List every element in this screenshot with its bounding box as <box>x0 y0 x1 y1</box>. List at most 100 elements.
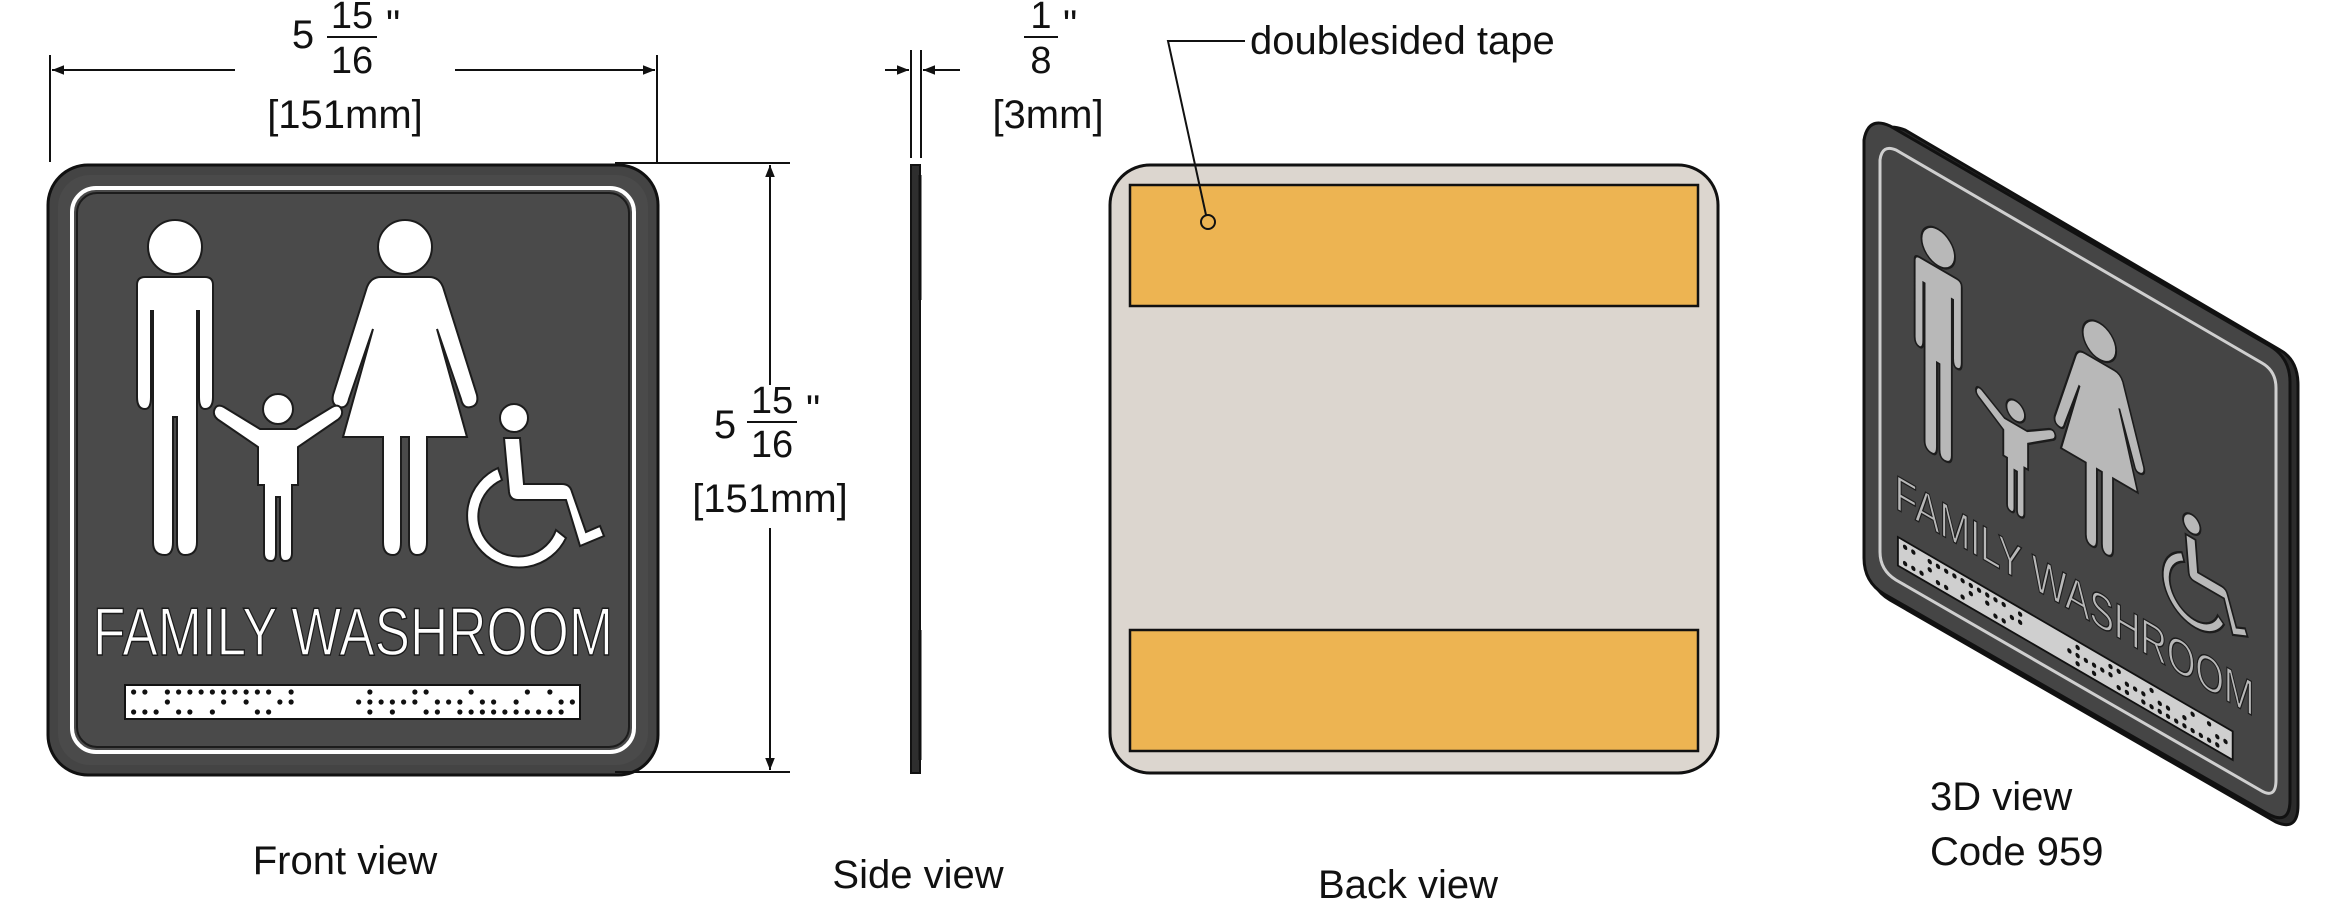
braille-dot <box>1952 573 1957 579</box>
braille-dot <box>1902 560 1908 567</box>
braille-dot <box>468 689 474 695</box>
braille-dot <box>198 689 204 695</box>
front-view-caption: Front view <box>253 839 438 883</box>
braille-dot <box>1960 594 1965 600</box>
braille-dot <box>131 709 137 715</box>
braille-dot <box>2215 734 2220 740</box>
braille-dot <box>2165 705 2171 711</box>
braille-dot <box>243 699 249 705</box>
braille-dot <box>232 689 238 695</box>
braille-dot <box>1902 544 1908 550</box>
braille-dot <box>457 709 463 715</box>
braille-dot <box>142 709 148 715</box>
braille-dot <box>187 709 193 715</box>
braille-dot <box>2190 727 2195 734</box>
braille-dot <box>2157 708 2162 715</box>
braille-dot <box>2174 718 2179 724</box>
braille-dot <box>1911 565 1916 572</box>
braille-dot <box>2108 672 2113 678</box>
braille-dot <box>266 689 272 695</box>
thickness-dim-metric: [3mm] <box>992 93 1103 137</box>
braille-dot <box>221 689 227 695</box>
braille-dot <box>558 699 564 705</box>
braille-dot <box>547 709 553 715</box>
width-dim-whole: 5 <box>292 13 314 57</box>
braille-dot <box>288 699 294 705</box>
braille-dot <box>502 709 508 715</box>
braille-dot <box>569 699 575 705</box>
front-sign-text: FAMILY WASHROOM <box>93 594 613 670</box>
braille-dot <box>547 689 553 695</box>
braille-dot <box>401 699 407 705</box>
braille-dot <box>1927 558 1932 565</box>
braille-strip <box>124 684 581 720</box>
braille-dot <box>524 709 530 715</box>
thickness-dim-denominator: 8 <box>1030 40 1051 82</box>
braille-dot <box>2182 723 2187 729</box>
braille-dot <box>2141 691 2146 697</box>
braille-dot <box>412 689 418 695</box>
braille-dot <box>2190 711 2195 717</box>
tape-strip-bottom <box>1128 628 1700 753</box>
braille-dot <box>2116 684 2121 691</box>
three-d-view-caption: 3D view <box>1930 775 2072 819</box>
braille-dot <box>209 689 215 695</box>
braille-dot <box>1985 592 1990 598</box>
braille-dot <box>288 689 294 695</box>
braille-dot <box>2017 611 2023 617</box>
braille-dot <box>1993 613 1998 619</box>
braille-dot <box>2182 714 2187 721</box>
tape-callout-label: doublesided tape <box>1250 19 1555 63</box>
braille-dot <box>2116 668 2121 675</box>
front-sign-inner-border <box>70 186 636 754</box>
width-dim-unit: " <box>386 3 400 47</box>
braille-dot <box>513 699 519 705</box>
braille-dot <box>491 699 497 705</box>
braille-dot <box>2206 737 2212 743</box>
braille-dot <box>277 699 283 705</box>
braille-dot <box>1911 549 1916 555</box>
braille-dot <box>2108 663 2113 670</box>
braille-dot <box>468 709 474 715</box>
braille-dot <box>2157 700 2162 707</box>
braille-dot <box>2124 681 2130 687</box>
braille-dot <box>367 689 373 695</box>
braille-dot <box>356 699 362 705</box>
thickness-dim-numerator: 1 <box>1030 0 1051 37</box>
three-d-sign-face <box>1862 121 2292 820</box>
braille-dot <box>2141 699 2146 705</box>
braille-dot <box>434 699 440 705</box>
braille-dot <box>2124 689 2130 696</box>
braille-dot <box>1944 584 1949 591</box>
back-view-caption: Back view <box>1318 863 1498 900</box>
braille-dot <box>412 699 418 705</box>
braille-dot <box>1968 582 1973 589</box>
braille-dot <box>2083 657 2089 664</box>
braille-dot <box>2223 738 2228 745</box>
side-view-caption: Side view <box>832 853 1003 897</box>
braille-dot <box>1985 600 1990 606</box>
front-width-dimension: 5 15 16 " [151mm] <box>49 0 658 162</box>
braille-dot <box>243 689 249 695</box>
braille-dot <box>1976 587 1982 593</box>
width-dim-denominator: 16 <box>331 40 373 82</box>
width-dim-numerator: 15 <box>331 0 373 37</box>
braille-dot <box>1927 567 1932 573</box>
braille-dot <box>446 699 452 705</box>
three-d-view: FAMILY WASHROOM 3D view Code 959 <box>1862 121 2300 874</box>
braille-dot <box>266 709 272 715</box>
height-dim-metric: [151mm] <box>692 477 848 521</box>
braille-dot <box>1935 563 1941 570</box>
braille-dot <box>2149 704 2154 710</box>
braille-dot <box>423 709 429 715</box>
back-view: doublesided tape Back view <box>1108 19 1720 900</box>
braille-dot <box>176 709 182 715</box>
braille-dot <box>1968 590 1973 597</box>
front-view: FAMILY WASHROOM Front view 5 15 16 " [15… <box>46 0 848 883</box>
braille-dot <box>254 709 260 715</box>
braille-dot <box>1960 578 1965 584</box>
tape-strip-top <box>1128 183 1700 308</box>
braille-dot <box>164 689 170 695</box>
braille-dot <box>2100 667 2105 673</box>
braille-dot <box>536 709 542 715</box>
